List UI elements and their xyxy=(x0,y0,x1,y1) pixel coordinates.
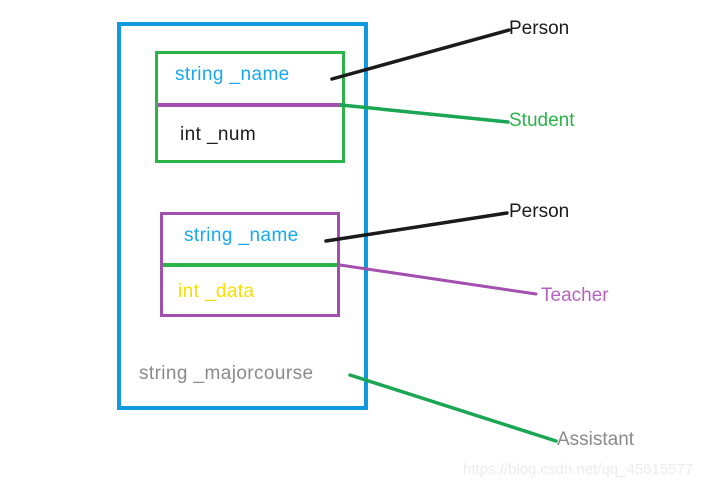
annotation-label-person-1: Person xyxy=(509,18,570,39)
student-box-divider xyxy=(158,103,342,107)
student-inherited-name-field: string _name xyxy=(175,64,290,85)
teacher-box-divider xyxy=(163,263,337,267)
annotation-label-teacher: Teacher xyxy=(541,285,609,306)
csdn-watermark: https://blog.csdn.net/qq_45615577 xyxy=(463,461,694,478)
teacher-data-field: int _data xyxy=(178,281,255,302)
leader-line-assistant xyxy=(348,373,558,443)
student-class-box xyxy=(155,51,345,163)
annotation-label-student: Student xyxy=(509,110,575,131)
teacher-inherited-name-field: string _name xyxy=(184,225,299,246)
student-num-field: int _num xyxy=(180,124,257,145)
annotation-label-assistant: Assistant xyxy=(557,429,635,450)
annotation-label-person-2: Person xyxy=(509,201,570,222)
leader-line-teacher xyxy=(338,263,538,296)
assistant-majorcourse-field: string _majorcourse xyxy=(139,363,314,384)
